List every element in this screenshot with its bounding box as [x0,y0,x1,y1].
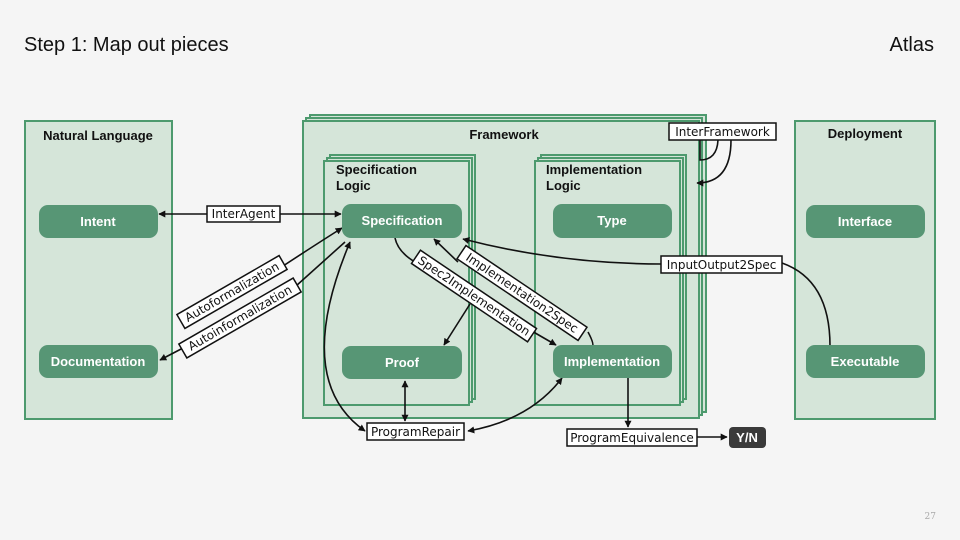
label-interagent-text: InterAgent [212,207,276,221]
node-proof-label: Proof [385,355,420,370]
label-programrepair: ProgramRepair [366,422,465,441]
label-interframework-text: InterFramework [675,125,770,139]
node-specification-label: Specification [362,213,443,228]
label-inputoutput2spec: InputOutput2Spec [660,255,783,274]
slide-title: Step 1: Map out pieces [24,34,229,56]
specification-logic-title-1: Specification [336,162,417,177]
label-programrepair-text: ProgramRepair [371,425,460,439]
page-number: 27 [924,512,936,522]
label-interagent: InterAgent [206,205,281,223]
label-inputoutput2spec-text: InputOutput2Spec [667,258,777,272]
label-programequivalence: ProgramEquivalence [566,428,698,447]
node-proof[interactable]: Proof [342,346,462,379]
node-specification[interactable]: Specification [342,204,462,238]
edge-specification-programrepair [323,241,366,432]
edges [158,139,831,441]
implementation-logic-title-2: Logic [546,178,581,193]
edge-to-proof [443,303,471,346]
node-yn[interactable]: Y/N [729,427,766,448]
framework-title: Framework [469,127,539,142]
edge-implementation2spec [433,238,459,263]
node-intent-label: Intent [80,214,116,229]
natural-language-title: Natural Language [43,128,153,143]
node-documentation-label: Documentation [51,354,146,369]
node-implementation-label: Implementation [564,354,660,369]
label-programequivalence-text: ProgramEquivalence [570,431,694,445]
node-implementation[interactable]: Implementation [553,345,672,378]
edge-executable-to-label [781,262,831,347]
brand-logo-text: Atlas [889,34,934,56]
node-executable-label: Executable [831,354,900,369]
edge-implementation-programrepair [467,377,563,434]
node-type[interactable]: Type [553,204,672,238]
node-interface[interactable]: Interface [806,205,925,238]
specification-logic-title-2: Logic [336,178,371,193]
deployment-title: Deployment [828,126,903,141]
label-interframework: InterFramework [668,122,777,141]
node-intent[interactable]: Intent [39,205,158,238]
node-executable[interactable]: Executable [806,345,925,378]
edge-inputoutput2spec [462,237,663,265]
edge-interframework-loop [699,139,719,161]
node-interface-label: Interface [838,214,892,229]
edge-autoinformalization-upper [295,241,346,287]
node-yn-label: Y/N [736,430,758,445]
implementation-logic-title-1: Implementation [546,162,642,177]
edge-autoinformalization-lower [159,347,184,361]
edge-spec-to-label [394,237,416,263]
node-type-label: Type [597,213,626,228]
edge-interframework [696,139,732,187]
node-documentation[interactable]: Documentation [39,345,158,378]
